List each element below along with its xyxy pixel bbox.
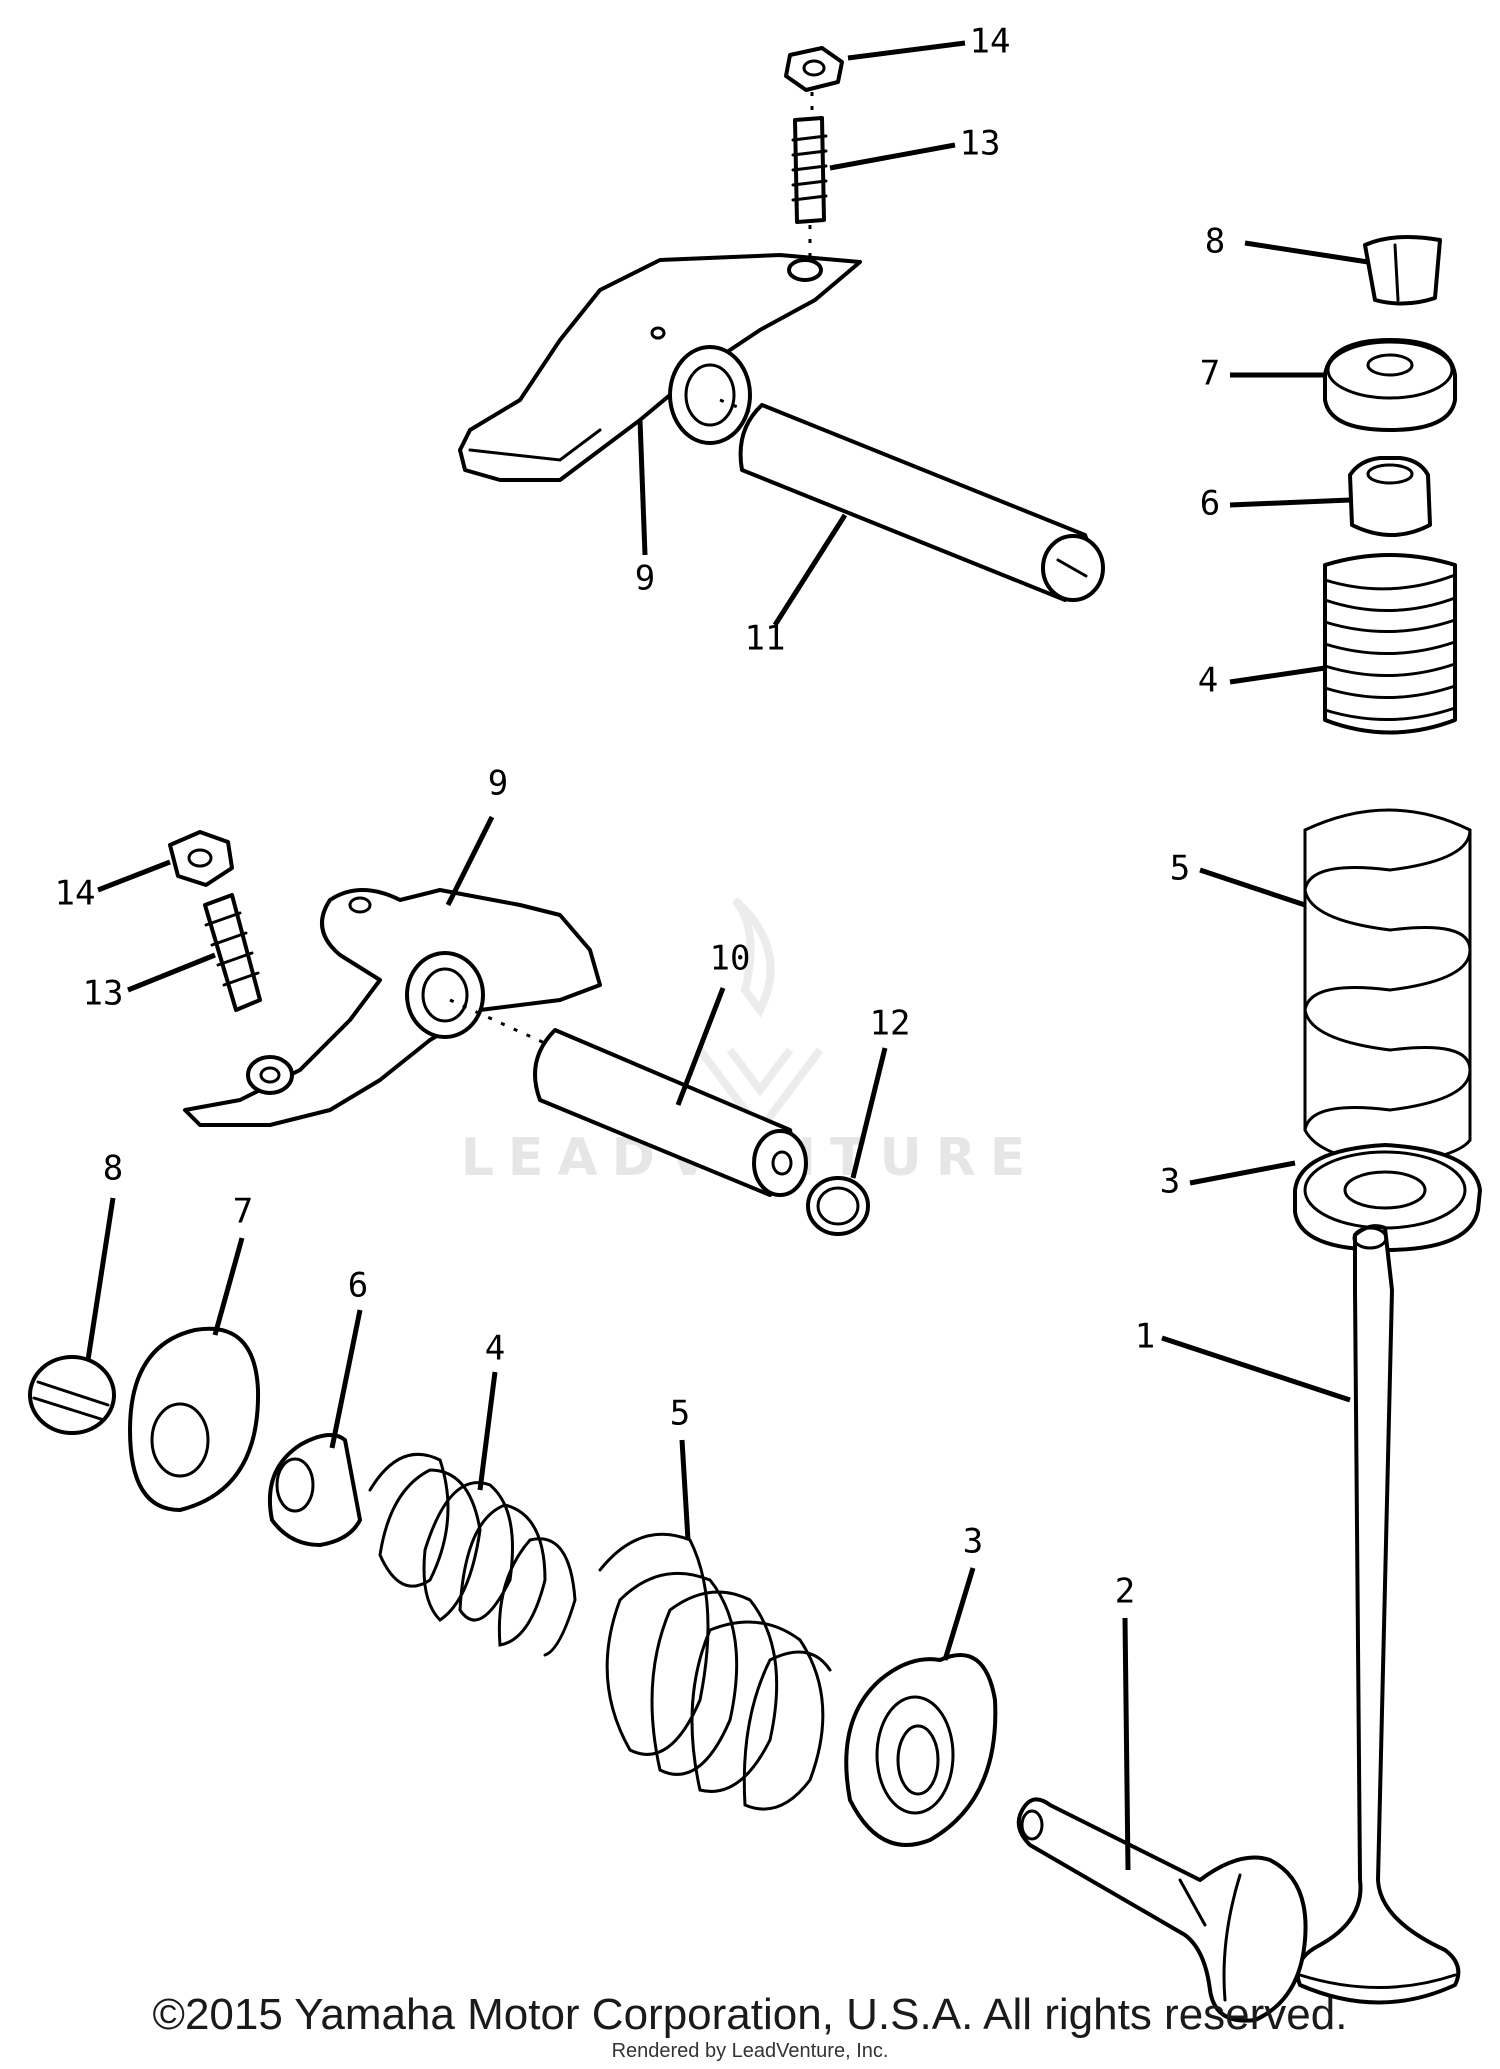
callout-upper-shaft: 11	[745, 619, 786, 659]
callout-right-valve: 1	[1135, 1317, 1155, 1357]
part-right-spring-seat	[1293, 1143, 1482, 1252]
callout-lower-nut: 14	[55, 874, 96, 914]
copyright-notice: ©2015 Yamaha Motor Corporation, U.S.A. A…	[152, 1990, 1348, 2039]
part-bottom-spring-seat	[844, 1653, 998, 1847]
callout-labels: 14 13 9 11 8 7 6 4 5 3 1 9 14 13 10 12 8…	[55, 22, 1226, 1612]
callout-bottom-inner-spring: 4	[485, 1329, 505, 1369]
callout-right-retainer: 7	[1200, 354, 1220, 394]
part-bottom-retainer	[128, 1326, 261, 1512]
callout-upper-rocker-arm: 9	[635, 559, 655, 599]
part-right-seal	[1348, 456, 1432, 537]
rendered-by-note: Rendered by LeadVenture, Inc.	[611, 2040, 889, 2062]
part-right-cotter	[1363, 235, 1442, 306]
callout-bottom-outer-spring: 5	[670, 1394, 690, 1434]
part-upper-nut	[784, 46, 844, 120]
part-upper-rocker-arm	[458, 253, 862, 482]
part-upper-adjuster	[791, 116, 828, 258]
callout-right-spring-seat: 3	[1160, 1162, 1180, 1202]
part-right-valve	[1295, 1224, 1461, 2005]
callout-bottom-seal: 6	[348, 1266, 368, 1306]
leader-lines	[85, 40, 1369, 1871]
part-upper-shaft	[719, 398, 1105, 602]
part-lower-adjuster	[203, 893, 262, 1012]
part-right-inner-spring	[1323, 553, 1457, 735]
callout-lower-shaft: 10	[710, 939, 751, 979]
part-bottom-valve	[1016, 1797, 1308, 2023]
callout-right-outer-spring: 5	[1170, 849, 1190, 889]
callout-upper-nut: 14	[970, 22, 1011, 62]
part-lower-nut	[168, 830, 234, 887]
callout-right-cotter: 8	[1205, 222, 1225, 262]
callout-lower-rocker-arm: 9	[488, 764, 508, 804]
part-bottom-outer-spring	[598, 1532, 832, 1811]
callout-bottom-valve: 2	[1115, 1572, 1135, 1612]
part-lower-rocker-arm	[183, 888, 602, 1127]
callout-o-ring: 12	[870, 1004, 911, 1044]
callout-right-seal: 6	[1200, 484, 1220, 524]
part-bottom-cotter	[28, 1355, 116, 1435]
part-bottom-seal	[267, 1433, 362, 1547]
callout-upper-adjuster: 13	[960, 124, 1001, 164]
part-right-outer-spring	[1303, 808, 1472, 1167]
part-o-ring	[806, 1176, 870, 1236]
callout-lower-adjuster: 13	[83, 974, 124, 1014]
callout-bottom-retainer: 7	[233, 1192, 253, 1232]
part-right-retainer	[1323, 338, 1457, 432]
part-bottom-inner-spring	[368, 1452, 577, 1657]
part-lower-shaft	[449, 998, 808, 1197]
callout-bottom-cotter: 8	[103, 1149, 123, 1189]
callout-right-inner-spring: 4	[1198, 661, 1218, 701]
callout-bottom-spring-seat: 3	[963, 1522, 983, 1562]
